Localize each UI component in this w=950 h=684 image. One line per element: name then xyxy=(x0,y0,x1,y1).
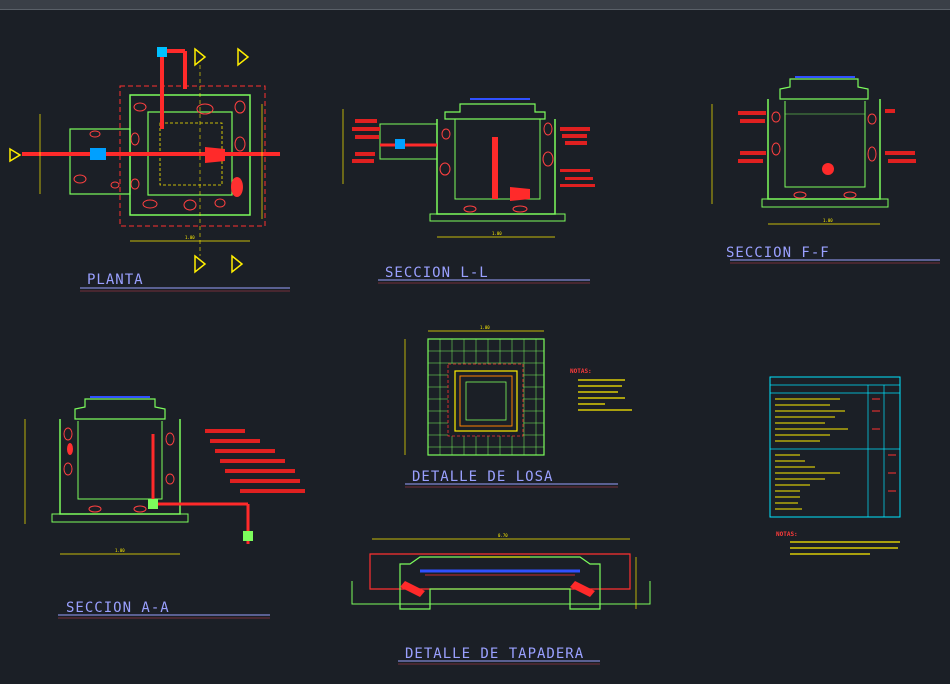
notes-general: NOTAS: xyxy=(776,531,900,555)
dim-aa: 1.00 xyxy=(115,548,125,553)
title-seccion-ff: SECCION F-F xyxy=(726,245,830,261)
dim-losa: 1.00 xyxy=(480,325,490,330)
notes-losa-heading: NOTAS: xyxy=(570,368,592,375)
slab-outline xyxy=(427,338,545,456)
valve-icon[interactable] xyxy=(90,148,106,160)
cover-section xyxy=(399,556,601,610)
title-seccion-aa: SECCION A-A xyxy=(66,600,170,616)
title-seccion-ll: SECCION L-L xyxy=(385,265,489,281)
view-detalle-losa[interactable]: 1.00 DETALLE DE LOSA xyxy=(404,325,618,488)
view-planta[interactable]: 1.00 PLANTA xyxy=(9,47,290,292)
valve-icon[interactable] xyxy=(395,139,405,149)
pipe-outlet-icon xyxy=(822,163,834,175)
cad-drawing-canvas[interactable]: 1.00 PLANTA 1.00 SECCION L-L xyxy=(0,9,950,680)
dim-planta: 1.00 xyxy=(185,235,195,240)
view-seccion-aa[interactable]: 1.00 SECCION A-A xyxy=(24,396,305,619)
materials-table xyxy=(769,376,901,518)
stone-fill xyxy=(231,177,243,197)
section-marker-icon xyxy=(194,47,207,67)
cover-frame xyxy=(369,553,631,590)
slab-cover xyxy=(444,103,546,120)
view-detalle-tapadera[interactable]: 0.70 DETALLE DE TAPADERA xyxy=(351,533,651,665)
dim-ff: 1.00 xyxy=(823,218,833,223)
riser-pipe-ll[interactable] xyxy=(492,137,498,199)
dim-tapadera: 0.70 xyxy=(498,533,508,538)
notes-losa-lines xyxy=(578,379,632,411)
dim-ll: 1.00 xyxy=(492,231,502,236)
inlet-chamber xyxy=(69,128,131,195)
notes-general-heading: NOTAS: xyxy=(776,531,798,538)
window-title-bar xyxy=(0,0,950,10)
title-detalle-tapadera: DETALLE DE TAPADERA xyxy=(405,646,584,662)
title-planta: PLANTA xyxy=(87,272,144,288)
title-detalle-losa: DETALLE DE LOSA xyxy=(412,469,553,485)
view-seccion-ll[interactable]: 1.00 SECCION L-L xyxy=(342,98,595,284)
notes-losa: NOTAS: xyxy=(570,368,632,411)
pipe-reducer-icon xyxy=(205,147,225,163)
view-seccion-ff[interactable]: 1.00 SECCION F-F xyxy=(711,76,940,264)
